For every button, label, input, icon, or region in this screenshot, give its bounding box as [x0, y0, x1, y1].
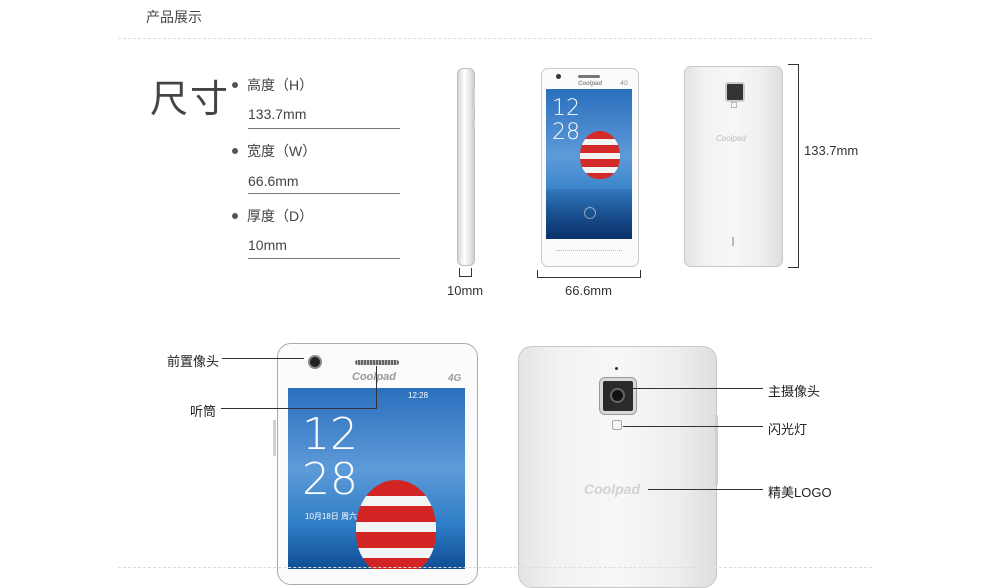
- depth-bracket: [459, 268, 472, 277]
- side-button: [273, 420, 276, 456]
- bullet-icon: [232, 213, 238, 219]
- date-label: 10月18日 周六: [305, 512, 358, 521]
- network-badge-small: 4G: [620, 81, 629, 87]
- spec-height-label: 高度（H）: [247, 77, 314, 93]
- brand-logo-large: Coolpad: [352, 371, 396, 383]
- spec-depth-underline: [248, 258, 400, 259]
- spec-depth-value: 10mm: [248, 237, 287, 253]
- spec-width-underline: [248, 193, 400, 194]
- callout-line-front-camera: [222, 358, 304, 359]
- callout-flash: 闪光灯: [768, 422, 808, 437]
- spec-height-value: 133.7mm: [248, 106, 307, 122]
- height-dimension-label: 133.7mm: [804, 143, 859, 158]
- earpiece-grille: [355, 360, 399, 365]
- front-camera-icon: [308, 355, 322, 369]
- clock-min-small: 28: [552, 120, 580, 145]
- back-camera-small: [725, 82, 745, 102]
- side-button: [472, 118, 475, 128]
- clock-hour-small: 12: [552, 96, 580, 121]
- front-camera-dot: [556, 74, 561, 79]
- side-button: [715, 415, 718, 485]
- side-button: [472, 88, 475, 110]
- spec-width-label: 宽度（W）: [247, 143, 317, 159]
- flash-icon: [612, 420, 622, 430]
- clock-hour: 12: [302, 409, 358, 460]
- sea-graphic: [546, 189, 632, 239]
- width-bracket: [537, 270, 641, 278]
- size-heading: 尺寸: [150, 77, 231, 121]
- sensor-dot: [615, 367, 618, 370]
- earpiece-slot: [578, 75, 600, 78]
- width-dimension-label: 66.6mm: [565, 283, 612, 298]
- speaker-slot-small: [732, 237, 734, 246]
- callout-line-logo: [648, 489, 763, 490]
- callout-line-earpiece-vertical: [376, 366, 377, 408]
- main-camera-lens: [610, 388, 625, 403]
- callout-line-main-camera: [630, 388, 763, 389]
- divider-top: [118, 38, 872, 39]
- nav-keys: [556, 250, 622, 254]
- height-bracket: [788, 64, 799, 268]
- callout-line-flash: [623, 426, 763, 427]
- divider-bottom: [118, 567, 872, 568]
- screen-large: 12:28 12 28 10月18日 周六: [288, 388, 465, 569]
- back-logo-large: Coolpad: [584, 481, 640, 497]
- balloon-graphic-small: [580, 131, 620, 179]
- bullet-icon: [232, 148, 238, 154]
- screen-small: 12 28: [546, 89, 632, 239]
- phone-side-view: [457, 68, 475, 266]
- status-bar-time: 12:28: [408, 391, 429, 400]
- brand-logo-small: Coolpad: [578, 81, 602, 87]
- spec-height-underline: [248, 128, 400, 129]
- depth-dimension-label: 10mm: [447, 283, 484, 298]
- callout-front-camera: 前置像头: [167, 354, 220, 369]
- back-logo-small: Coolpad: [716, 134, 746, 143]
- clock-min: 28: [302, 454, 358, 505]
- callout-logo: 精美LOGO: [768, 485, 832, 500]
- callout-line-earpiece: [221, 408, 377, 409]
- bullet-icon: [232, 82, 238, 88]
- spec-depth-label: 厚度（D）: [247, 208, 314, 224]
- callout-main-camera: 主摄像头: [768, 384, 821, 399]
- callout-earpiece: 听筒: [190, 404, 217, 419]
- section-title: 产品展示: [146, 9, 202, 25]
- balloon-graphic: [356, 480, 436, 569]
- spec-width-value: 66.6mm: [248, 173, 299, 189]
- network-badge-large: 4G: [448, 373, 462, 384]
- flash-small: [731, 102, 737, 108]
